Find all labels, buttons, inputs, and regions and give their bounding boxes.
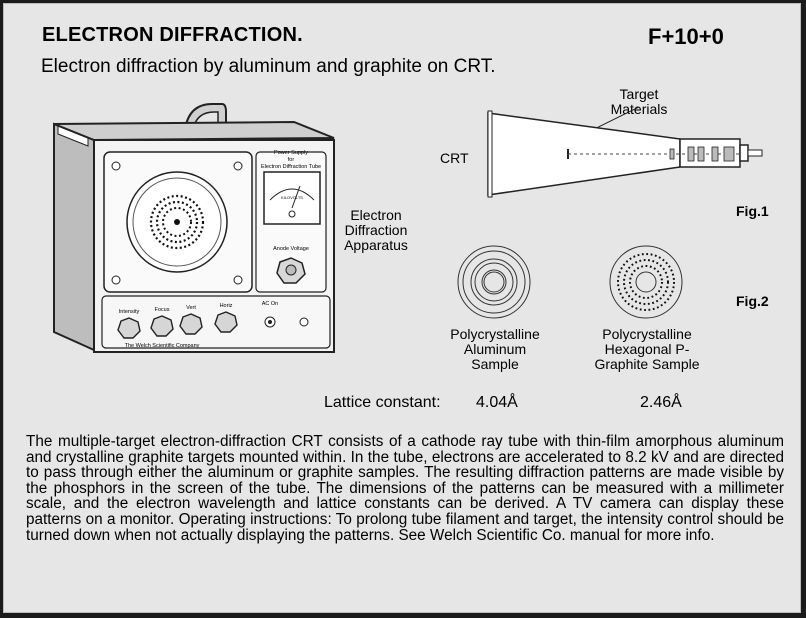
apparatus-label: Electron Diffraction Apparatus: [344, 207, 408, 253]
svg-text:Horiz: Horiz: [220, 303, 233, 309]
graphite-sample-label: Polycrystalline Hexagonal P-Graphite Sam…: [594, 326, 700, 372]
apparatus-illustration: Power Supply for Electron Diffraction Tu…: [53, 103, 335, 353]
svg-text:Focus: Focus: [155, 307, 170, 313]
panel-title-line3: Electron Diffraction Tube: [261, 164, 321, 170]
svg-text:Intensity: Intensity: [119, 309, 140, 315]
aluminum-sample-label: Polycrystalline Aluminum Sample: [450, 326, 540, 372]
fig2-label: Fig.2: [736, 293, 769, 309]
aluminum-diffraction-pattern: [457, 245, 531, 319]
graphite-diffraction-pattern: [609, 245, 683, 319]
page-title: ELECTRON DIFFRACTION.: [42, 24, 303, 46]
crt-label: CRT: [440, 150, 469, 166]
description-text: The multiple-target electron-diffraction…: [26, 433, 784, 544]
catalog-code: F+10+0: [648, 24, 724, 49]
svg-text:Vert: Vert: [186, 305, 196, 311]
lattice-constant-label: Lattice constant:: [324, 394, 441, 411]
info-card: ELECTRON DIFFRACTION. F+10+0 Electron di…: [3, 3, 801, 613]
panel-title-line1: Power Supply: [274, 150, 308, 156]
meter-label: KILOVOLTS: [281, 195, 303, 200]
graphite-lattice-value: 2.46Å: [640, 394, 682, 411]
crt-diagram: [487, 106, 763, 198]
svg-text:AC On: AC On: [262, 301, 279, 307]
aluminum-lattice-value: 4.04Å: [476, 394, 518, 411]
anode-voltage-label: Anode Voltage: [273, 246, 309, 252]
fig1-label: Fig.1: [736, 203, 769, 219]
company-label: The Welch Scientific Company: [125, 343, 200, 349]
panel-title-line2: for: [288, 157, 295, 163]
target-materials-label: Target Materials: [610, 86, 668, 117]
page-subtitle: Electron diffraction by aluminum and gra…: [41, 56, 496, 77]
